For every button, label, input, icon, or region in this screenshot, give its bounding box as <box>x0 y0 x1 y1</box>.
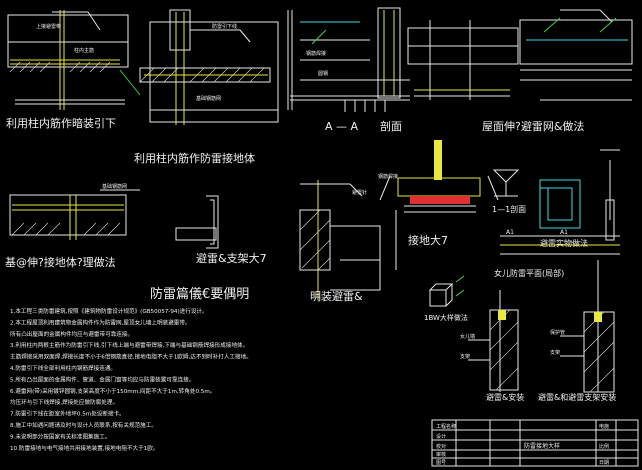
notes-item: 8.施工中如遇问题请及时与设计人员联系,按有关规范施工。 <box>10 421 157 429</box>
tb-drawing-name: 防雷接地大样 <box>524 442 560 450</box>
title-roof-mesh: 屋面伸?避雷网&做法 <box>482 119 584 133</box>
title-section-aa-word: 剖面 <box>380 119 402 133</box>
notes-item: 9.未说明部分按国家有关标准图集施工。 <box>10 432 110 440</box>
label-exposed-1: 避雷针 <box>352 189 367 196</box>
label-aa-1: 钢筋焊接 <box>306 50 326 57</box>
notes-item: 7.防雷引下线在距室外地坪0.5m处设断接卡。 <box>10 410 125 418</box>
title-exposed-rod: 明装避雷& <box>310 289 363 303</box>
notes-item: 4.防雷引下线全部利用柱内钢筋焊接连通。 <box>10 364 116 372</box>
detail-parapet-plan: A1 A1 女儿防雷平面(局部) <box>494 229 620 278</box>
title-rod-support-install: 避雷&和避雷支架安装 <box>538 392 616 402</box>
tb-row2: 设计 <box>436 433 446 440</box>
label-found-1: 基础钢筋网 <box>102 183 127 190</box>
label-rod-4: 支架 <box>550 349 560 356</box>
notes-item: 6.避雷网(带)采用镀锌圆钢,支架高度不小于150mm,间距不大于1m,转角处0… <box>10 387 215 395</box>
detail-section-aa: 钢筋焊接 圆钢 A — A 剖面 <box>287 7 410 133</box>
label-node-1: 钢筋焊接 <box>378 173 398 180</box>
tb-row5: 图号 <box>436 460 446 466</box>
label-rod-1: 女儿墙 <box>460 333 475 340</box>
notes-heading: 防雷篇儀€要偶明 <box>150 286 249 302</box>
detail-lightning-mount: 避雷实物做法 <box>539 149 620 248</box>
detail-rod-install: 女儿墙 支架 避雷&安装 <box>460 290 524 402</box>
label-rod-3: 保护管 <box>550 329 565 336</box>
title-section-aa-letter: A — A <box>325 120 359 133</box>
tb-row4: 审核 <box>436 451 446 458</box>
notes-item: 3.利用柱内两根主筋作为防雷引下线,引下线上端与避雷带焊接,下端与基础钢筋焊接形… <box>10 341 248 349</box>
notes-item: 所有凸出屋面的金属构件均应与避雷带可靠连接。 <box>10 330 133 338</box>
notes-item: 均压环与引下线焊接,焊接处应做防腐处理。 <box>10 398 118 406</box>
notes-item: 2.本工程屋顶利用建筑物金属构件作为防雷网,屋顶女儿墙上明装避雷带。 <box>10 318 191 326</box>
title-block: 工程名称 设计 校对 审核 图号 防雷接地大样 电施 比例 日期 <box>431 419 639 467</box>
tb-sheet-label: 电施 <box>599 423 609 430</box>
label-mid-2: 基础钢筋网 <box>196 95 221 102</box>
detail-node: 钢筋焊接 接地大7 <box>378 140 499 290</box>
title-box-detail: 1BW大样做法 <box>424 313 468 322</box>
detail-support-bracket: 避雷&支架大7 <box>196 195 267 265</box>
detail-rod-support-install: 保护管 支架 避雷&和避雷支架安装 <box>538 260 616 402</box>
label-rod-2: 支架 <box>460 353 470 360</box>
title-section-1-1: 1—1剖面 <box>492 204 526 214</box>
tb-date-label: 日期 <box>599 460 609 466</box>
notes-item: 1.本工程三类防雷建筑,按照《建筑物防雷设计规范》(GB50057-94)进行设… <box>10 307 208 315</box>
detail-box: 1BW大样做法 <box>424 275 468 322</box>
label-top-left-2: 柱内主筋 <box>74 47 94 54</box>
detail-roof-mesh: 屋面伸?避雷网&做法 <box>407 9 633 133</box>
rod-install-cap <box>498 310 506 320</box>
title-column-rebar-downlead: 利用柱内筋作暗装引下 <box>6 116 116 130</box>
title-rod-install: 避雷&安装 <box>486 392 524 402</box>
title-node-detail: 接地大7 <box>408 233 448 247</box>
title-lightning-mount: 避雷实物做法 <box>540 238 588 248</box>
rod-support-cap <box>594 312 602 322</box>
tb-row3: 校对 <box>436 443 446 450</box>
tb-scale-label: 比例 <box>599 443 609 450</box>
title-column-rebar-lightning-body: 利用柱内筋作防雷接地体 <box>134 151 255 165</box>
label-aa-2: 圆钢 <box>318 70 328 77</box>
label-top-left-1: 上接避雷带 <box>36 23 61 30</box>
notes-list: 1.本工程三类防雷建筑,按照《建筑物防雷设计规范》(GB50057-94)进行设… <box>10 307 252 452</box>
notes-item: 5.所有凸出屋面的金属构件、管道、金属门窗等均应与防雷装置可靠连接。 <box>10 375 194 383</box>
title-support-bracket: 避雷&支架大7 <box>196 251 267 265</box>
label-parapet-a1: A1 <box>506 229 514 236</box>
title-parapet-plan: 女儿防雷平面(局部) <box>494 268 564 278</box>
title-foundation-grounding: 基@伸?接地体?理做法 <box>5 255 116 269</box>
design-notes: 防雷篇儀€要偶明 1.本工程三类防雷建筑,按照《建筑物防雷设计规范》(GB500… <box>10 286 252 452</box>
notes-item: 主筋焊接采用双面焊,焊接长度不小于6倍钢筋直径,接地电阻不大于1欧姆,达不到时补… <box>10 353 252 361</box>
detail-column-lightning-body: 防雷引下线 基础钢筋网 利用柱内筋作防雷接地体 <box>134 9 279 165</box>
label-mid-1: 防雷引下线 <box>212 23 237 30</box>
label-parapet-a1b: A1 <box>560 229 568 236</box>
detail-exposed-rod: 避雷针 明装避雷& <box>299 180 381 303</box>
detail-section-1-1: 1—1剖面 <box>492 169 526 214</box>
detail-column-downlead: 上接避雷带 柱内主筋 利用柱内筋作暗装引下 <box>6 10 141 130</box>
node-column-mark <box>434 140 442 180</box>
tb-row1: 工程名称 <box>436 423 456 430</box>
notes-item: 10.防雷接地与电气接地共用接地装置,接地电阻不大于1欧。 <box>10 444 158 452</box>
detail-foundation-grounding: 基础钢筋网 基@伸?接地体?理做法 <box>5 183 217 269</box>
node-red-plate <box>410 196 470 204</box>
